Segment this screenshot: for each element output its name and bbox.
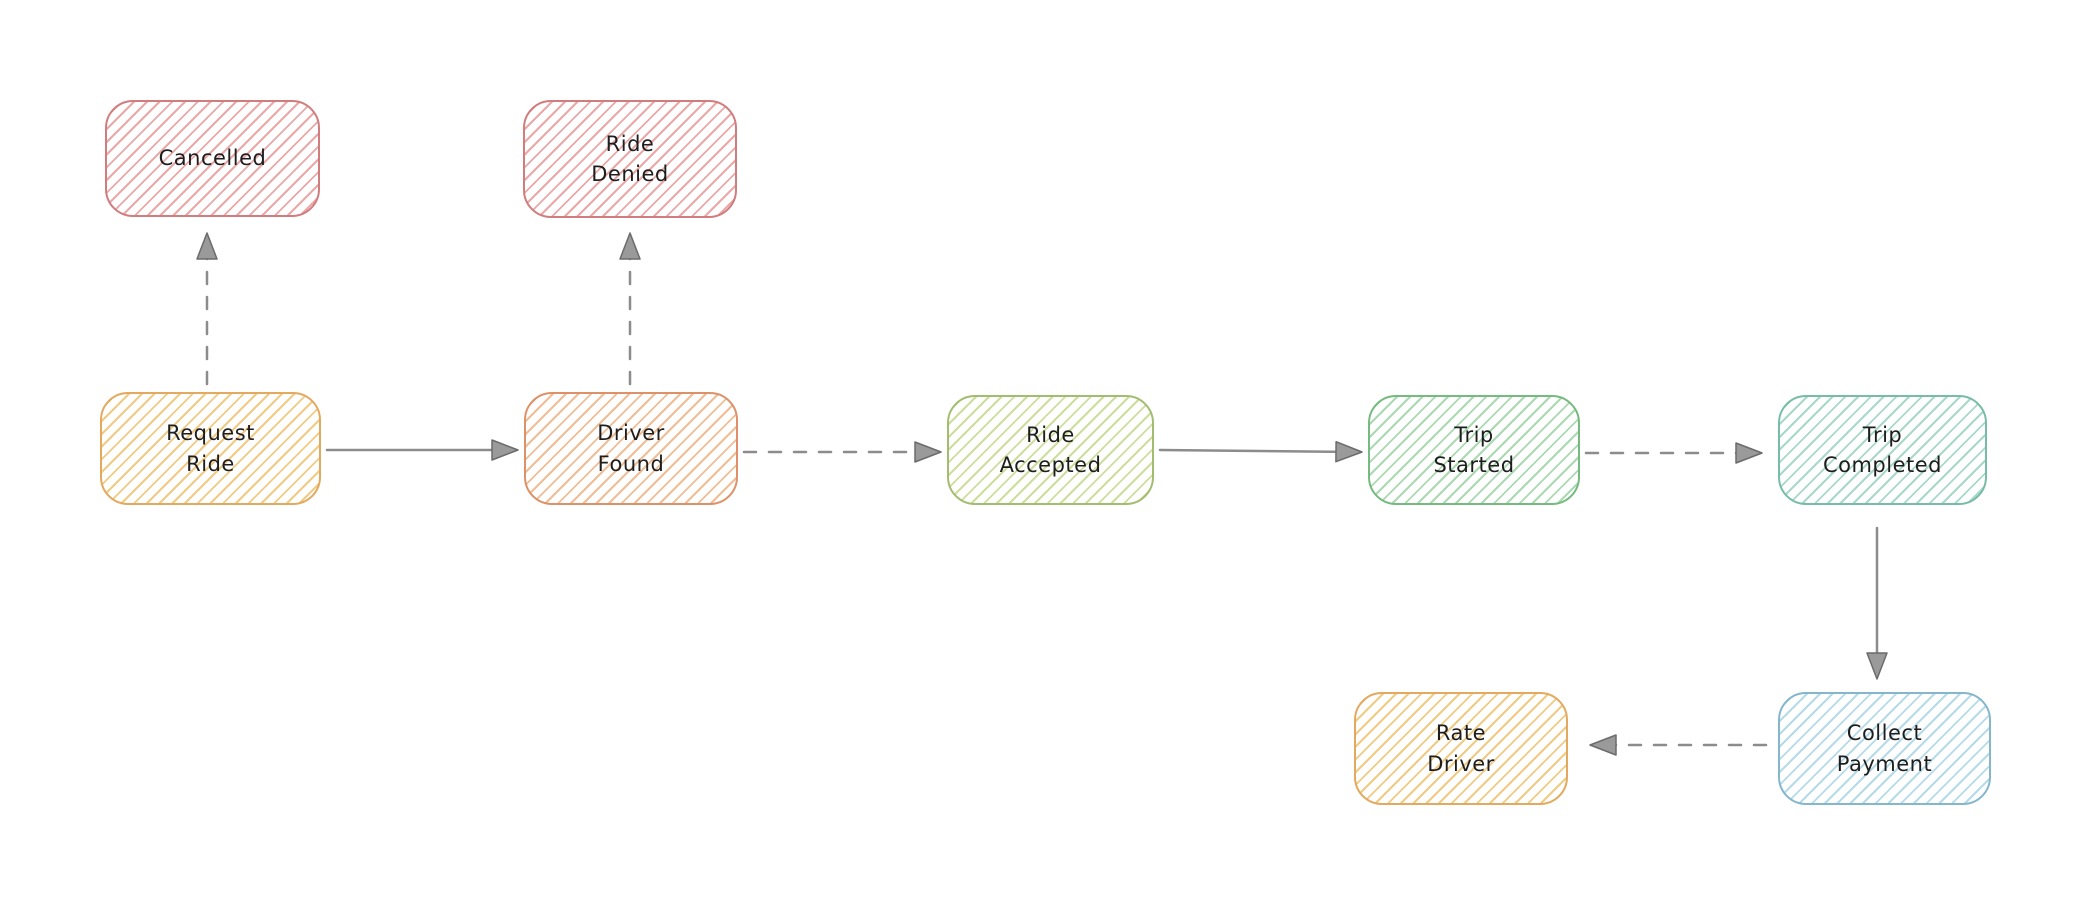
node-label-ride-denied: Ride Denied xyxy=(591,131,669,186)
node-cancelled: Cancelled xyxy=(105,100,320,217)
node-request-ride: Request Ride xyxy=(100,392,321,505)
node-label-rate-driver: Rate Driver xyxy=(1427,721,1495,776)
node-label-request-ride: Request Ride xyxy=(166,421,255,476)
node-driver-found: Driver Found xyxy=(524,392,738,505)
node-rate-driver: Rate Driver xyxy=(1354,692,1568,805)
node-ride-accepted: Ride Accepted xyxy=(947,395,1154,505)
node-ride-denied: Ride Denied xyxy=(523,100,737,218)
node-label-collect-payment: Collect Payment xyxy=(1836,721,1933,776)
node-label-ride-accepted: Ride Accepted xyxy=(999,422,1102,477)
node-label-driver-found: Driver Found xyxy=(597,421,665,476)
node-label-trip-completed: Trip Completed xyxy=(1822,422,1943,477)
node-collect-payment: Collect Payment xyxy=(1778,692,1991,805)
node-trip-started: Trip Started xyxy=(1368,395,1580,505)
node-label-cancelled: Cancelled xyxy=(158,146,267,171)
node-label-trip-started: Trip Started xyxy=(1433,422,1515,477)
node-trip-completed: Trip Completed xyxy=(1778,395,1987,505)
